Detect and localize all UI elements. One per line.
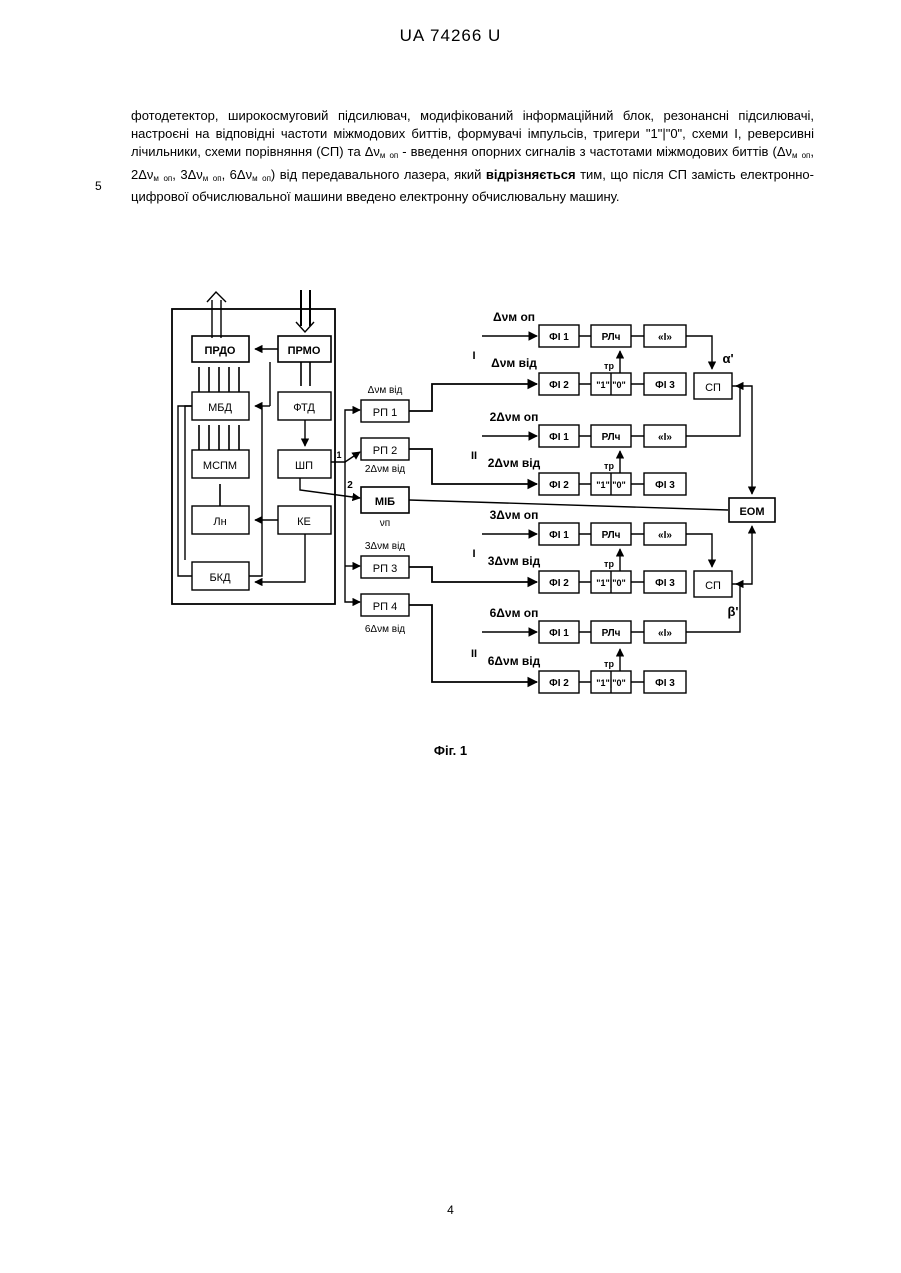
block-ftd: ФТД <box>293 402 315 414</box>
block-fi3: ФІ 3 <box>655 678 675 689</box>
label-mib: νп <box>380 518 390 529</box>
block-shp: ШП <box>295 460 313 472</box>
label-rp4: 6Δνм від <box>365 624 405 635</box>
block-fi2: ФІ 2 <box>549 380 569 391</box>
tr-label: тр <box>604 361 614 371</box>
block-rp4: РП 4 <box>373 601 397 613</box>
ref-label: Δνм оп <box>493 310 535 324</box>
channel-roman: II <box>471 450 477 462</box>
block-mbd: МБД <box>208 402 232 414</box>
block-bkd: БКД <box>209 572 231 584</box>
block-mib: МІБ <box>375 496 395 508</box>
block-trigger: "1"|"0" <box>596 578 626 588</box>
channel-roman: I <box>472 548 475 560</box>
channel-roman: II <box>471 648 477 660</box>
figure-caption: Фіг. 1 <box>0 743 901 758</box>
tr-label: тр <box>604 461 614 471</box>
ref-label: 3Δνм оп <box>490 508 539 522</box>
sig-label: 6Δνм від <box>488 654 541 668</box>
block-fi2: ФІ 2 <box>549 678 569 689</box>
block-fi1: ФІ 1 <box>549 628 569 639</box>
block-trigger: "1"|"0" <box>596 678 626 688</box>
block-rlch: РЛч <box>602 332 621 343</box>
wire-label-1: 1 <box>336 450 341 460</box>
channel-roman: I <box>472 350 475 362</box>
tr-label: тр <box>604 559 614 569</box>
block-fi1: ФІ 1 <box>549 530 569 541</box>
block-rlch: РЛч <box>602 432 621 443</box>
block-mspm: МСПМ <box>203 460 237 472</box>
block-trigger: "1"|"0" <box>596 480 626 490</box>
block-trigger: "1"|"0" <box>596 380 626 390</box>
block-fi3: ФІ 3 <box>655 480 675 491</box>
wire-label-2: 2 <box>347 480 353 491</box>
block-prdo: ПРДО <box>205 345 236 357</box>
block-fi2: ФІ 2 <box>549 578 569 589</box>
block-ke: КЕ <box>297 516 311 528</box>
block-fi3: ФІ 3 <box>655 578 675 589</box>
block-and: «І» <box>658 332 672 343</box>
ref-label: 6Δνм оп <box>490 606 539 620</box>
block-sp-beta: СП <box>705 580 721 592</box>
label-rp3: 3Δνм від <box>365 541 405 552</box>
label-rp2: 2Δνм від <box>365 464 405 475</box>
block-fi1: ФІ 1 <box>549 432 569 443</box>
block-sp-alpha: СП <box>705 382 721 394</box>
block-rp3: РП 3 <box>373 563 397 575</box>
ref-label: 2Δνм оп <box>490 410 539 424</box>
block-eom: ЕОМ <box>739 506 764 518</box>
block-and: «І» <box>658 530 672 541</box>
block-and: «І» <box>658 432 672 443</box>
block-rp2: РП 2 <box>373 445 397 457</box>
sig-label: 3Δνм від <box>488 554 541 568</box>
block-ln: Лн <box>213 516 226 528</box>
block-fi2: ФІ 2 <box>549 480 569 491</box>
block-fi3: ФІ 3 <box>655 380 675 391</box>
sig-label: 2Δνм від <box>488 456 541 470</box>
block-and: «І» <box>658 628 672 639</box>
block-rp1: РП 1 <box>373 407 397 419</box>
block-rlch: РЛч <box>602 530 621 541</box>
page-number: 4 <box>0 1203 901 1217</box>
block-prmo: ПРМО <box>288 345 321 357</box>
sig-label: Δνм від <box>491 356 537 370</box>
alpha-label: α' <box>722 351 733 366</box>
label-rp1: Δνм від <box>368 385 403 396</box>
block-rlch: РЛч <box>602 628 621 639</box>
beta-label: β' <box>727 604 738 619</box>
block-diagram: ПРДО ПРМО МБД ФТД МСПМ ШП Лн КЕ БКД РП 1… <box>0 0 901 740</box>
block-fi1: ФІ 1 <box>549 332 569 343</box>
tr-label: тр <box>604 659 614 669</box>
